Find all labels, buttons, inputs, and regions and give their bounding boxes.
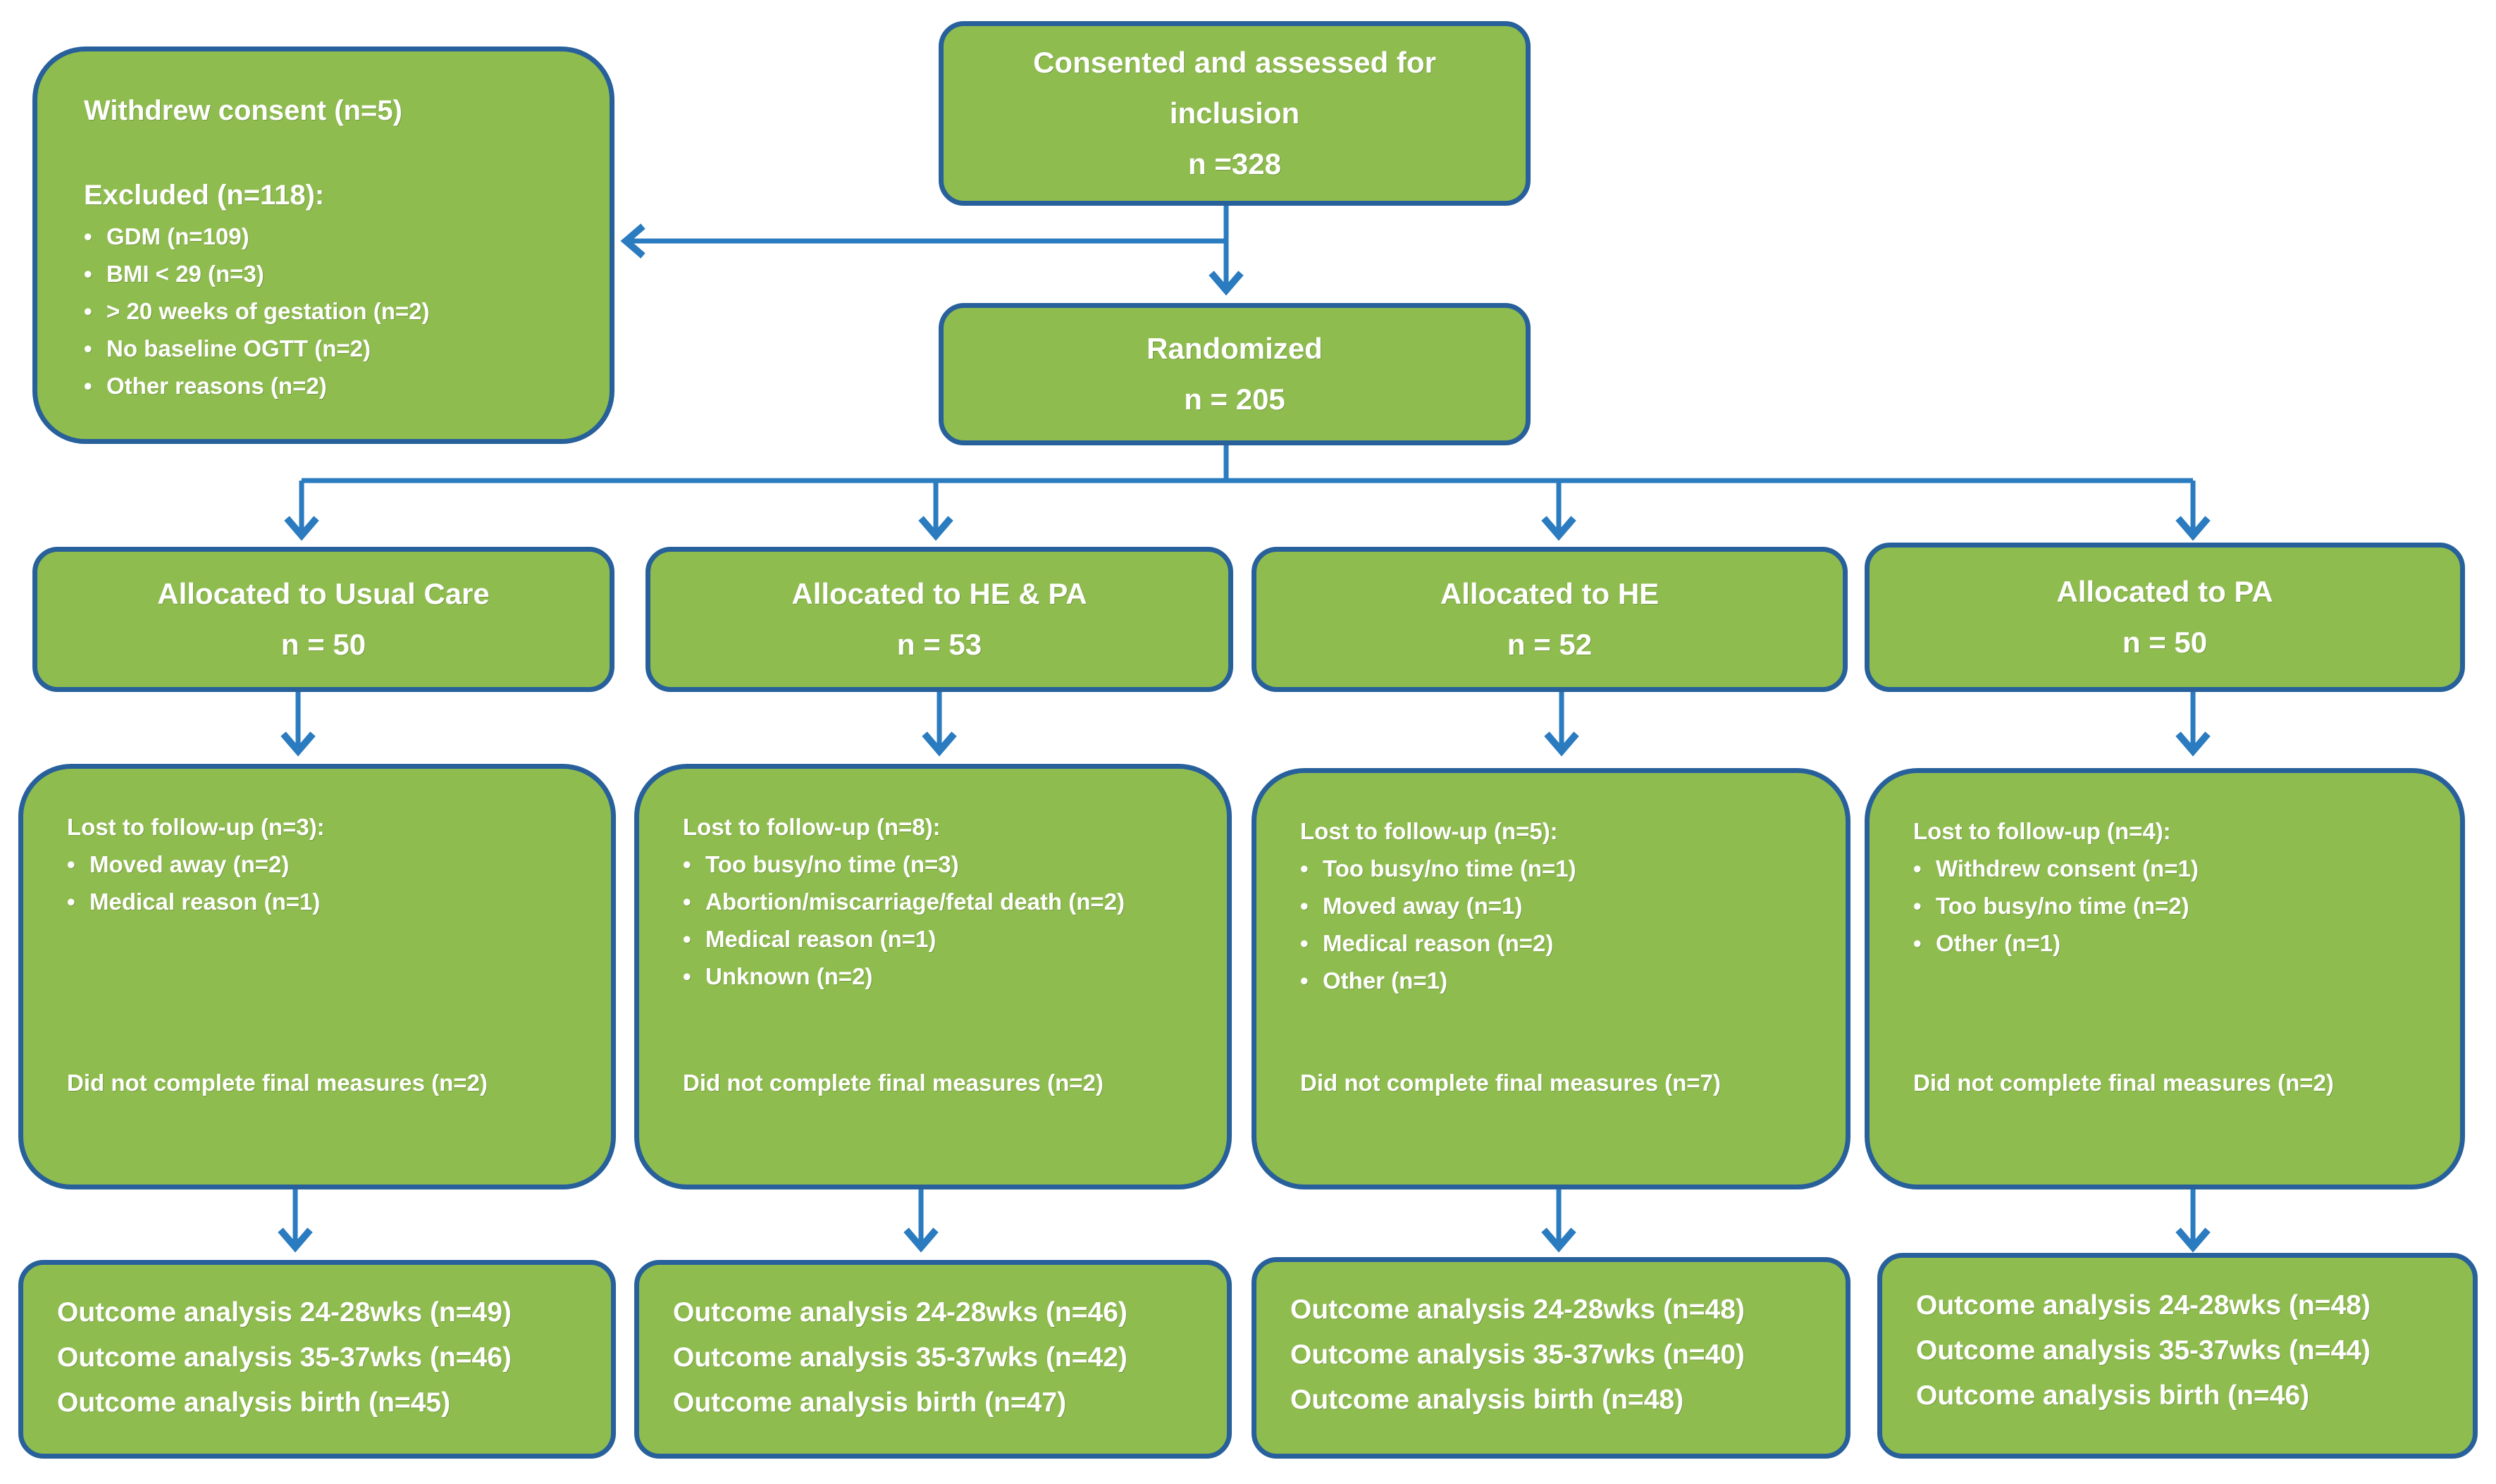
lost-box-usual-care: Lost to follow-up (n=3): Moved away (n=2… xyxy=(18,764,616,1189)
excluded-reason-item: BMI < 29 (n=3) xyxy=(84,255,610,292)
lost-reason-item: Medical reason (n=1) xyxy=(683,920,1199,958)
lost-label: Lost to follow-up (n=5): xyxy=(1300,818,1558,844)
consented-line-1: Consented and assessed for xyxy=(1033,46,1436,79)
did-not-complete-label: Did not complete final measures (n=2) xyxy=(67,1070,488,1096)
lost-reason-item: Too busy/no time (n=2) xyxy=(1913,887,2432,925)
excluded-reason-item: No baseline OGTT (n=2) xyxy=(84,330,610,367)
lost-reason-item: Too busy/no time (n=1) xyxy=(1300,850,1817,887)
did-not-complete-label: Did not complete final measures (n=2) xyxy=(683,1070,1104,1096)
lost-reasons-list: Withdrew consent (n=1) Too busy/no time … xyxy=(1913,850,2432,962)
lost-box-he: Lost to follow-up (n=5): Too busy/no tim… xyxy=(1252,768,1851,1189)
lost-reason-item: Medical reason (n=1) xyxy=(67,883,583,920)
outcome-line: Outcome analysis birth (n=48) xyxy=(1290,1385,1684,1415)
excluded-label: Excluded (n=118): xyxy=(84,180,325,211)
consented-count: n =328 xyxy=(1188,147,1281,180)
outcome-line: Outcome analysis 24-28wks (n=48) xyxy=(1916,1290,2371,1321)
allocated-label: Allocated to PA xyxy=(2056,575,2273,608)
lost-label: Lost to follow-up (n=8): xyxy=(683,814,941,840)
excluded-reason-item: Other reasons (n=2) xyxy=(84,367,610,404)
lost-reason-item: Moved away (n=1) xyxy=(1300,887,1817,925)
allocated-count: n = 52 xyxy=(1507,628,1593,661)
lost-box-pa: Lost to follow-up (n=4): Withdrew consen… xyxy=(1865,768,2465,1189)
withdrew-consent-label: Withdrew consent (n=5) xyxy=(84,95,402,126)
allocated-label: Allocated to Usual Care xyxy=(157,577,490,610)
lost-reason-item: Other (n=1) xyxy=(1913,925,2432,962)
consented-line-2: inclusion xyxy=(1169,97,1300,130)
randomized-box: Randomized n = 205 xyxy=(939,303,1531,445)
allocated-box-pa: Allocated to PA n = 50 xyxy=(1865,543,2465,692)
lost-reasons-list: Too busy/no time (n=1) Moved away (n=1) … xyxy=(1300,850,1817,999)
lost-reason-item: Unknown (n=2) xyxy=(683,958,1199,995)
excluded-reason-item: GDM (n=109) xyxy=(84,218,610,255)
lost-label: Lost to follow-up (n=4): xyxy=(1913,818,2171,844)
excluded-box: Withdrew consent (n=5) Excluded (n=118):… xyxy=(32,47,614,444)
outcome-line: Outcome analysis 35-37wks (n=44) xyxy=(1916,1335,2371,1366)
lost-reasons-list: Moved away (n=2) Medical reason (n=1) xyxy=(67,846,583,920)
outcome-box-he: Outcome analysis 24-28wks (n=48) Outcome… xyxy=(1252,1257,1851,1459)
outcome-line: Outcome analysis birth (n=47) xyxy=(673,1387,1067,1418)
lost-reason-item: Withdrew consent (n=1) xyxy=(1913,850,2432,887)
allocated-count: n = 53 xyxy=(896,628,982,661)
outcome-line: Outcome analysis 35-37wks (n=40) xyxy=(1290,1340,1745,1370)
allocated-box-he: Allocated to HE n = 52 xyxy=(1252,547,1848,692)
outcome-line: Outcome analysis birth (n=46) xyxy=(1916,1380,2310,1411)
lost-label: Lost to follow-up (n=3): xyxy=(67,814,325,840)
outcome-box-pa: Outcome analysis 24-28wks (n=48) Outcome… xyxy=(1877,1253,2478,1459)
randomized-label: Randomized xyxy=(1147,332,1323,365)
outcome-line: Outcome analysis 24-28wks (n=46) xyxy=(673,1297,1127,1328)
lost-box-he-pa: Lost to follow-up (n=8): Too busy/no tim… xyxy=(634,764,1232,1189)
lost-reason-item: Too busy/no time (n=3) xyxy=(683,846,1199,883)
allocated-box-he-pa: Allocated to HE & PA n = 53 xyxy=(645,547,1233,692)
lost-reason-item: Moved away (n=2) xyxy=(67,846,583,883)
did-not-complete-label: Did not complete final measures (n=7) xyxy=(1300,1070,1721,1096)
outcome-line: Outcome analysis birth (n=45) xyxy=(57,1387,451,1418)
allocated-count: n = 50 xyxy=(2122,626,2208,659)
did-not-complete-label: Did not complete final measures (n=2) xyxy=(1913,1070,2334,1096)
lost-reason-item: Other (n=1) xyxy=(1300,962,1817,999)
lost-reasons-list: Too busy/no time (n=3) Abortion/miscarri… xyxy=(683,846,1199,995)
excluded-reason-item: > 20 weeks of gestation (n=2) xyxy=(84,292,610,330)
allocated-label: Allocated to HE xyxy=(1440,577,1660,610)
allocated-box-usual-care: Allocated to Usual Care n = 50 xyxy=(32,547,614,692)
outcome-box-usual-care: Outcome analysis 24-28wks (n=49) Outcome… xyxy=(18,1260,616,1459)
consented-box: Consented and assessed for inclusion n =… xyxy=(939,21,1531,206)
outcome-box-he-pa: Outcome analysis 24-28wks (n=46) Outcome… xyxy=(634,1260,1232,1459)
randomized-count: n = 205 xyxy=(1184,383,1285,416)
outcome-line: Outcome analysis 24-28wks (n=48) xyxy=(1290,1294,1745,1325)
allocated-label: Allocated to HE & PA xyxy=(791,577,1087,610)
lost-reason-item: Abortion/miscarriage/fetal death (n=2) xyxy=(683,883,1199,920)
excluded-reasons-list: GDM (n=109) BMI < 29 (n=3) > 20 weeks of… xyxy=(84,218,610,404)
outcome-line: Outcome analysis 35-37wks (n=46) xyxy=(57,1342,512,1373)
outcome-line: Outcome analysis 35-37wks (n=42) xyxy=(673,1342,1127,1373)
outcome-line: Outcome analysis 24-28wks (n=49) xyxy=(57,1297,512,1328)
lost-reason-item: Medical reason (n=2) xyxy=(1300,925,1817,962)
allocated-count: n = 50 xyxy=(280,628,366,661)
